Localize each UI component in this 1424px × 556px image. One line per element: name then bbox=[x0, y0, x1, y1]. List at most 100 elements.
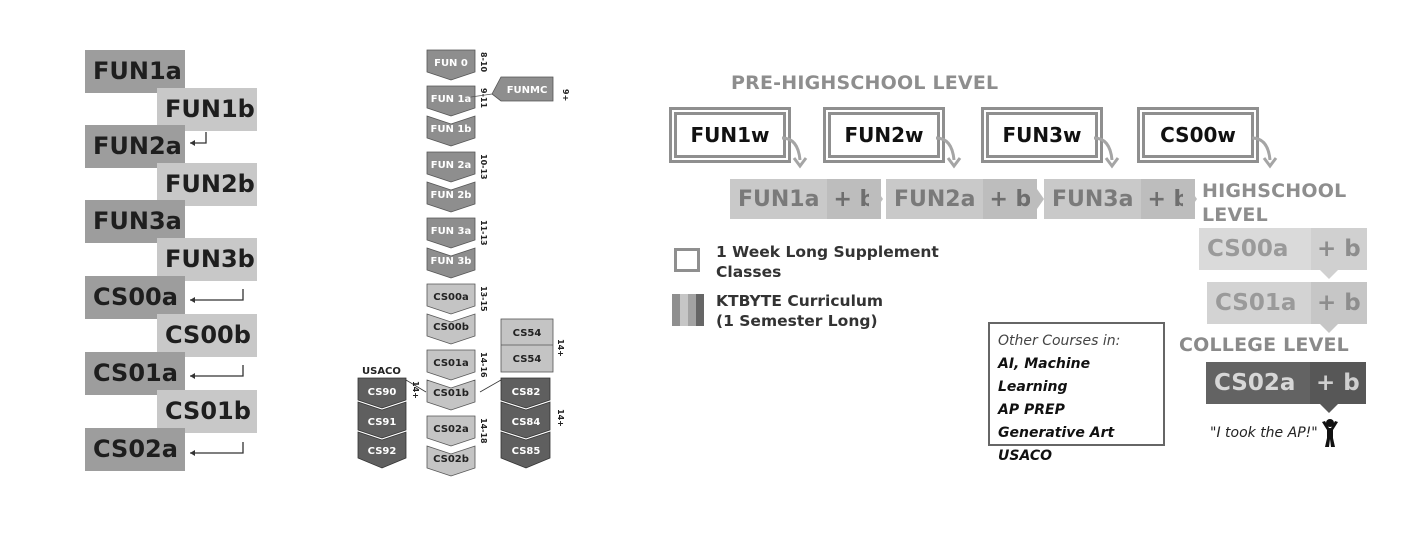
college-plus-label: + b bbox=[1310, 362, 1366, 404]
step-cs01a: CS01a bbox=[85, 352, 185, 395]
week-class-cs00w: CS00w bbox=[1140, 110, 1256, 160]
semester-fun1: FUN1a + b bbox=[730, 179, 882, 219]
usaco-column: USACO CS90 CS91 CS92 14+ bbox=[357, 366, 427, 469]
cs54-label-2: CS54 bbox=[513, 354, 542, 365]
cs54-age: 14+ bbox=[556, 339, 565, 357]
highschool-main-label: CS01a bbox=[1207, 282, 1311, 324]
cs8x-age: 14+ bbox=[556, 409, 565, 427]
person-cheering-icon bbox=[1322, 419, 1338, 447]
cs54-label-1: CS54 bbox=[513, 328, 542, 339]
week-class-fun3w: FUN3w bbox=[984, 110, 1100, 160]
course-chevron bbox=[426, 247, 476, 279]
curved-arrow-icon bbox=[1093, 136, 1120, 169]
course-label: CS01b bbox=[433, 388, 469, 399]
course-label: FUN 1a bbox=[431, 94, 472, 105]
age-range-label: 14-16 bbox=[479, 352, 488, 378]
course-label: CS00a bbox=[433, 292, 468, 303]
other-course-item: Generative Art bbox=[998, 425, 1115, 441]
curved-arrow-icon bbox=[935, 136, 962, 169]
semester-main-label: FUN3a bbox=[1044, 179, 1142, 219]
return-arrow-icon bbox=[190, 365, 244, 379]
course-chevron bbox=[426, 85, 476, 117]
age-range-label: 9-11 bbox=[479, 88, 488, 108]
course-chevron bbox=[426, 379, 476, 411]
step-cs02a: CS02a bbox=[85, 428, 185, 471]
funmc-label: FUNMC bbox=[507, 85, 548, 96]
course-chevron bbox=[426, 415, 476, 447]
highschool-main-label: CS00a bbox=[1199, 228, 1311, 270]
other-course-item: USACO bbox=[998, 448, 1053, 464]
semester-main-label: FUN1a bbox=[730, 179, 828, 219]
course-label: FUN 3b bbox=[431, 256, 472, 267]
highschool-title: HIGHSCHOOL LEVEL bbox=[1202, 180, 1347, 226]
college-cs02: CS02a + b bbox=[1206, 362, 1366, 404]
highschool-plus-label: + b bbox=[1311, 228, 1367, 270]
step-cs00a: CS00a bbox=[85, 276, 185, 319]
cs54-box: CS54 CS54 14+ bbox=[500, 318, 565, 373]
course-chevron bbox=[426, 115, 476, 147]
week-class-fun1w: FUN1w bbox=[672, 110, 788, 160]
step-cs00b: CS00b bbox=[157, 314, 257, 357]
course-chevron bbox=[426, 217, 476, 249]
other-courses-header: Other Courses in: bbox=[998, 333, 1121, 349]
semester-fun3: FUN3a + b bbox=[1044, 179, 1196, 219]
funmc-box: FUNMC 9+ bbox=[470, 76, 570, 102]
step-fun1a: FUN1a bbox=[85, 50, 185, 93]
age-range-label: 11-13 bbox=[479, 220, 488, 246]
pre-highschool-title: PRE-HIGHSCHOOL LEVEL bbox=[731, 72, 999, 94]
age-range-label: 14-18 bbox=[479, 418, 488, 444]
highschool-plus-label: + b bbox=[1311, 282, 1367, 324]
week-class-fun2w: FUN2w bbox=[826, 110, 942, 160]
step-fun2b: FUN2b bbox=[157, 163, 257, 206]
cs8x-column: CS82 CS84 CS85 14+ bbox=[479, 377, 565, 469]
funmc-age: 9+ bbox=[561, 89, 570, 101]
course-label: FUN 1b bbox=[431, 124, 472, 135]
arrow-right-icon bbox=[869, 179, 883, 219]
age-range-label: 13-15 bbox=[479, 286, 488, 312]
highschool-cs00: CS00a + b bbox=[1199, 228, 1367, 270]
arrow-right-icon bbox=[1030, 179, 1044, 219]
course-label: CS01a bbox=[433, 358, 468, 369]
usaco-course-2: CS91 bbox=[368, 417, 397, 428]
step-fun1b: FUN1b bbox=[157, 88, 257, 131]
college-main-label: CS02a bbox=[1206, 362, 1310, 404]
college-title: COLLEGE LEVEL bbox=[1179, 334, 1349, 356]
usaco-course-3: CS92 bbox=[368, 446, 397, 457]
course-label: FUN 2a bbox=[431, 160, 472, 171]
course-chevron bbox=[426, 49, 476, 81]
semester-fun2: FUN2a + b bbox=[886, 179, 1038, 219]
legend-curriculum-text: KTBYTE Curriculum (1 Semester Long) bbox=[716, 292, 884, 330]
ap-quote: "I took the AP!" bbox=[1210, 425, 1318, 441]
course-chevron bbox=[426, 313, 476, 345]
semester-main-label: FUN2a bbox=[886, 179, 984, 219]
course-chevron bbox=[426, 283, 476, 315]
course-chevron bbox=[426, 349, 476, 381]
curved-arrow-icon bbox=[781, 136, 808, 169]
course-label: FUN 2b bbox=[431, 190, 472, 201]
course-label: CS02b bbox=[433, 454, 469, 465]
course-chevron bbox=[426, 151, 476, 183]
legend-curriculum-swatch bbox=[672, 294, 704, 326]
cs8x-course-2: CS84 bbox=[512, 417, 541, 428]
cs8x-course-1: CS82 bbox=[512, 387, 541, 398]
usaco-course-1: CS90 bbox=[368, 387, 397, 398]
usaco-age: 14+ bbox=[411, 381, 420, 399]
other-course-item: AI, Machine Learning bbox=[998, 356, 1091, 395]
other-courses-box: Other Courses in: AI, Machine Learning A… bbox=[988, 322, 1165, 464]
course-label: FUN 3a bbox=[431, 226, 472, 237]
arrow-down-icon bbox=[1320, 270, 1338, 279]
legend-week-swatch bbox=[674, 248, 700, 272]
return-arrow-icon bbox=[190, 442, 244, 456]
step-fun2a: FUN2a bbox=[85, 125, 185, 168]
highschool-cs01: CS01a + b bbox=[1207, 282, 1367, 324]
age-range-label: 8-10 bbox=[479, 52, 488, 72]
return-arrow-icon bbox=[190, 289, 244, 303]
curved-arrow-icon bbox=[1251, 136, 1278, 169]
other-course-item: AP PREP bbox=[998, 402, 1065, 418]
semester-plus-label: + b bbox=[983, 179, 1038, 219]
course-chevron bbox=[426, 445, 476, 477]
arrow-down-icon bbox=[1320, 404, 1338, 413]
step-fun3b: FUN3b bbox=[157, 238, 257, 281]
course-label: CS00b bbox=[433, 322, 469, 333]
step-cs01b: CS01b bbox=[157, 390, 257, 433]
